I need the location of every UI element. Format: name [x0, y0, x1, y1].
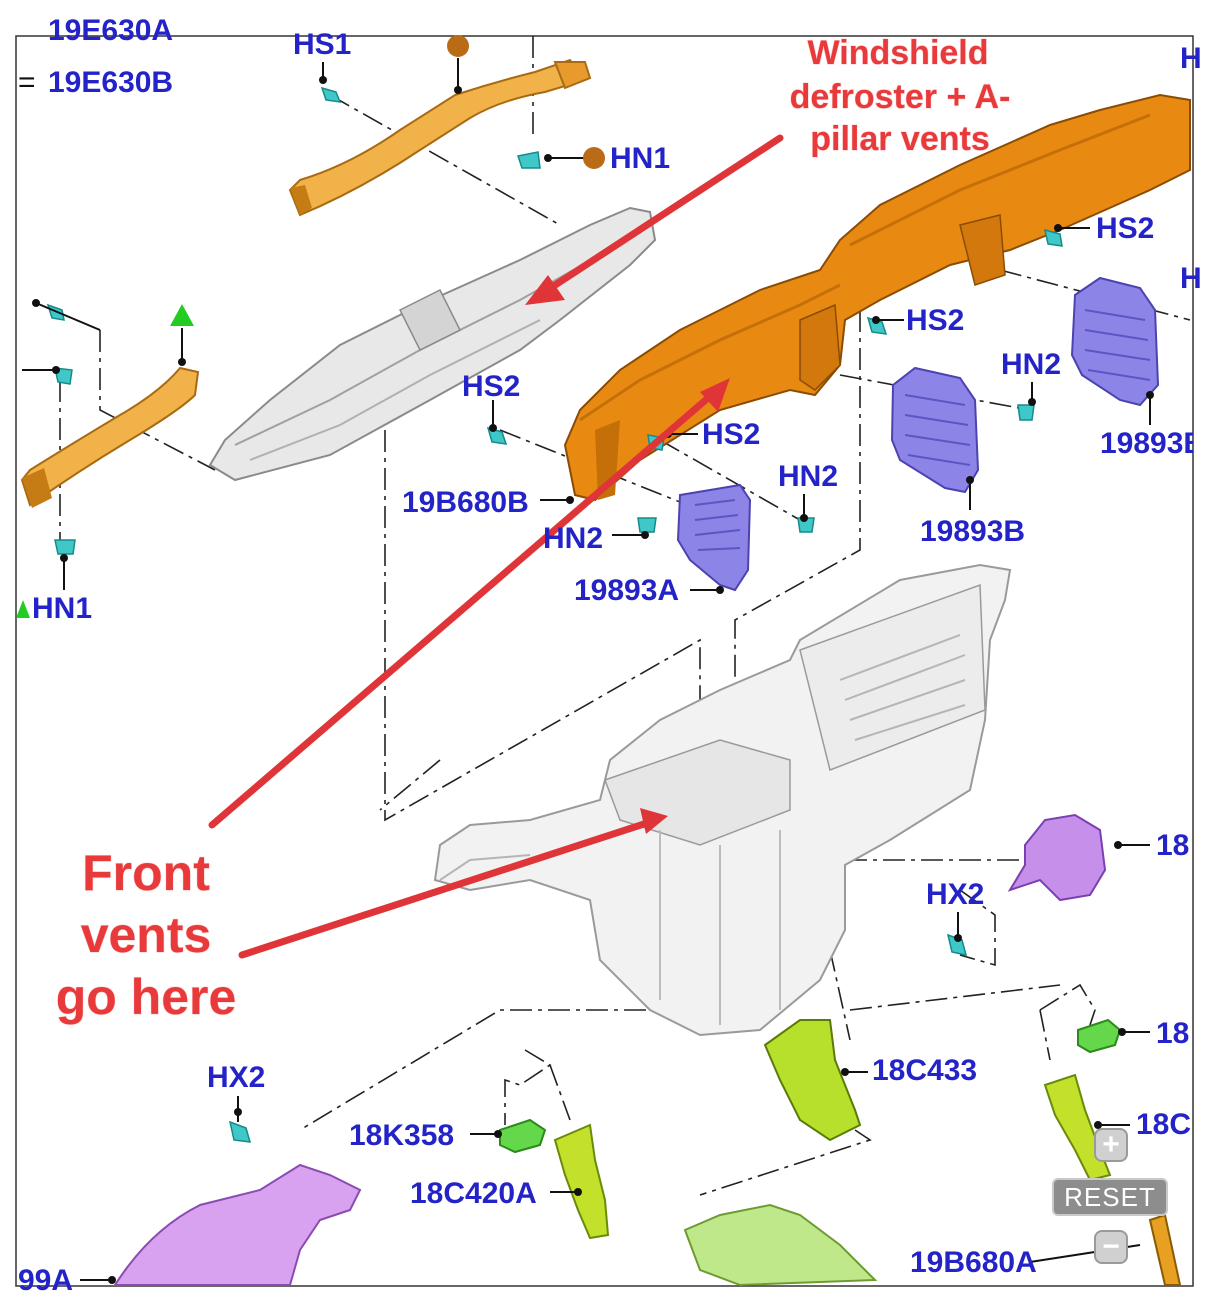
annotation-windshield-line-2: defroster + A-	[790, 78, 1011, 116]
marker-green-triangle	[16, 600, 30, 618]
clip-18K358	[499, 1118, 547, 1154]
clip-18-mid	[1077, 1018, 1122, 1054]
label-19893B: 19893B	[920, 515, 1025, 548]
label-HN1-left: HN1	[32, 592, 92, 625]
leader-lines	[22, 58, 1154, 1284]
duct-99A	[113, 1163, 362, 1286]
label-19B680A: 19B680A	[910, 1246, 1037, 1279]
label-99A: 99A	[18, 1264, 73, 1297]
annotation-front-line-2: vents	[81, 907, 212, 963]
annotation-front-line-1: Front	[82, 845, 210, 901]
label-HS2: HS2	[1096, 212, 1154, 245]
label-19893A: 19893A	[574, 574, 679, 607]
label-HX2-right: HX2	[926, 878, 984, 911]
annotation-windshield-line-1: Windshield	[807, 34, 988, 72]
label-HS2: HS2	[462, 370, 520, 403]
hvac-module	[433, 563, 1012, 1037]
label-18K358: 18K358	[349, 1119, 454, 1152]
label-HS1: HS1	[293, 28, 351, 61]
label-19E630B: 19E630B	[48, 66, 173, 99]
duct-bottom-right	[1148, 1213, 1182, 1286]
label-19E630A-partial: 19E630A	[48, 14, 173, 47]
label-18C433: 18C433	[872, 1054, 977, 1087]
label-HN2: HN2	[778, 460, 838, 493]
defroster-plenum	[208, 206, 657, 482]
label-HN1-top: HN1	[610, 142, 670, 175]
duct-19B680A	[683, 1203, 878, 1287]
label-HX2-left: HX2	[207, 1061, 265, 1094]
duct-18C433	[763, 1019, 862, 1142]
marker-orange-dot	[447, 35, 469, 57]
label-HS2: HS2	[906, 304, 964, 337]
annotation-windshield: Windshield defroster + A- pillar vents	[789, 33, 1011, 158]
label-HS2: HS2	[702, 418, 760, 451]
annotation-front-line-3: go here	[56, 969, 237, 1025]
vent-right	[1070, 276, 1160, 407]
label-18-top: 18	[1156, 829, 1189, 862]
label-19893B-right: 19893B	[1100, 427, 1205, 460]
label-18C-right: 18C	[1136, 1108, 1191, 1141]
label-18-mid: 18	[1156, 1017, 1189, 1050]
annotation-windshield-line-3: pillar vents	[810, 120, 990, 158]
reset-button[interactable]: RESET	[1052, 1178, 1168, 1216]
annotation-arrows	[208, 134, 784, 959]
marker-orange-dot	[583, 147, 605, 169]
annotation-front-vents: Front vents go here	[55, 844, 237, 1025]
label-clip-right: 19893B	[1100, 427, 1205, 460]
duct-left-side	[20, 366, 200, 508]
label-HN2: HN2	[1001, 348, 1061, 381]
bracket-18-top	[1007, 813, 1107, 902]
vent-19893A	[676, 483, 752, 592]
part-labels: 19E630A = 19E630B HS1 HN1 HN1 HS2 HS2 HS…	[18, 14, 1205, 1297]
label-H-edge-mid: H	[1180, 262, 1202, 295]
label-19B680B: 19B680B	[402, 486, 529, 519]
label-equals: =	[18, 66, 36, 99]
vent-19893B	[890, 366, 980, 494]
label-HN2: HN2	[543, 522, 603, 555]
label-H-edge-top: H	[1180, 42, 1202, 75]
zoom-in-button[interactable]: +	[1094, 1128, 1128, 1162]
duct-18C-right	[1043, 1073, 1112, 1182]
duct-19E630B	[288, 58, 592, 217]
duct-18C420A	[553, 1123, 610, 1240]
marker-green-triangle	[170, 304, 194, 326]
label-18C420A: 18C420A	[410, 1177, 537, 1210]
diagram-frame	[15, 35, 1194, 1287]
zoom-out-button[interactable]: −	[1094, 1230, 1128, 1264]
